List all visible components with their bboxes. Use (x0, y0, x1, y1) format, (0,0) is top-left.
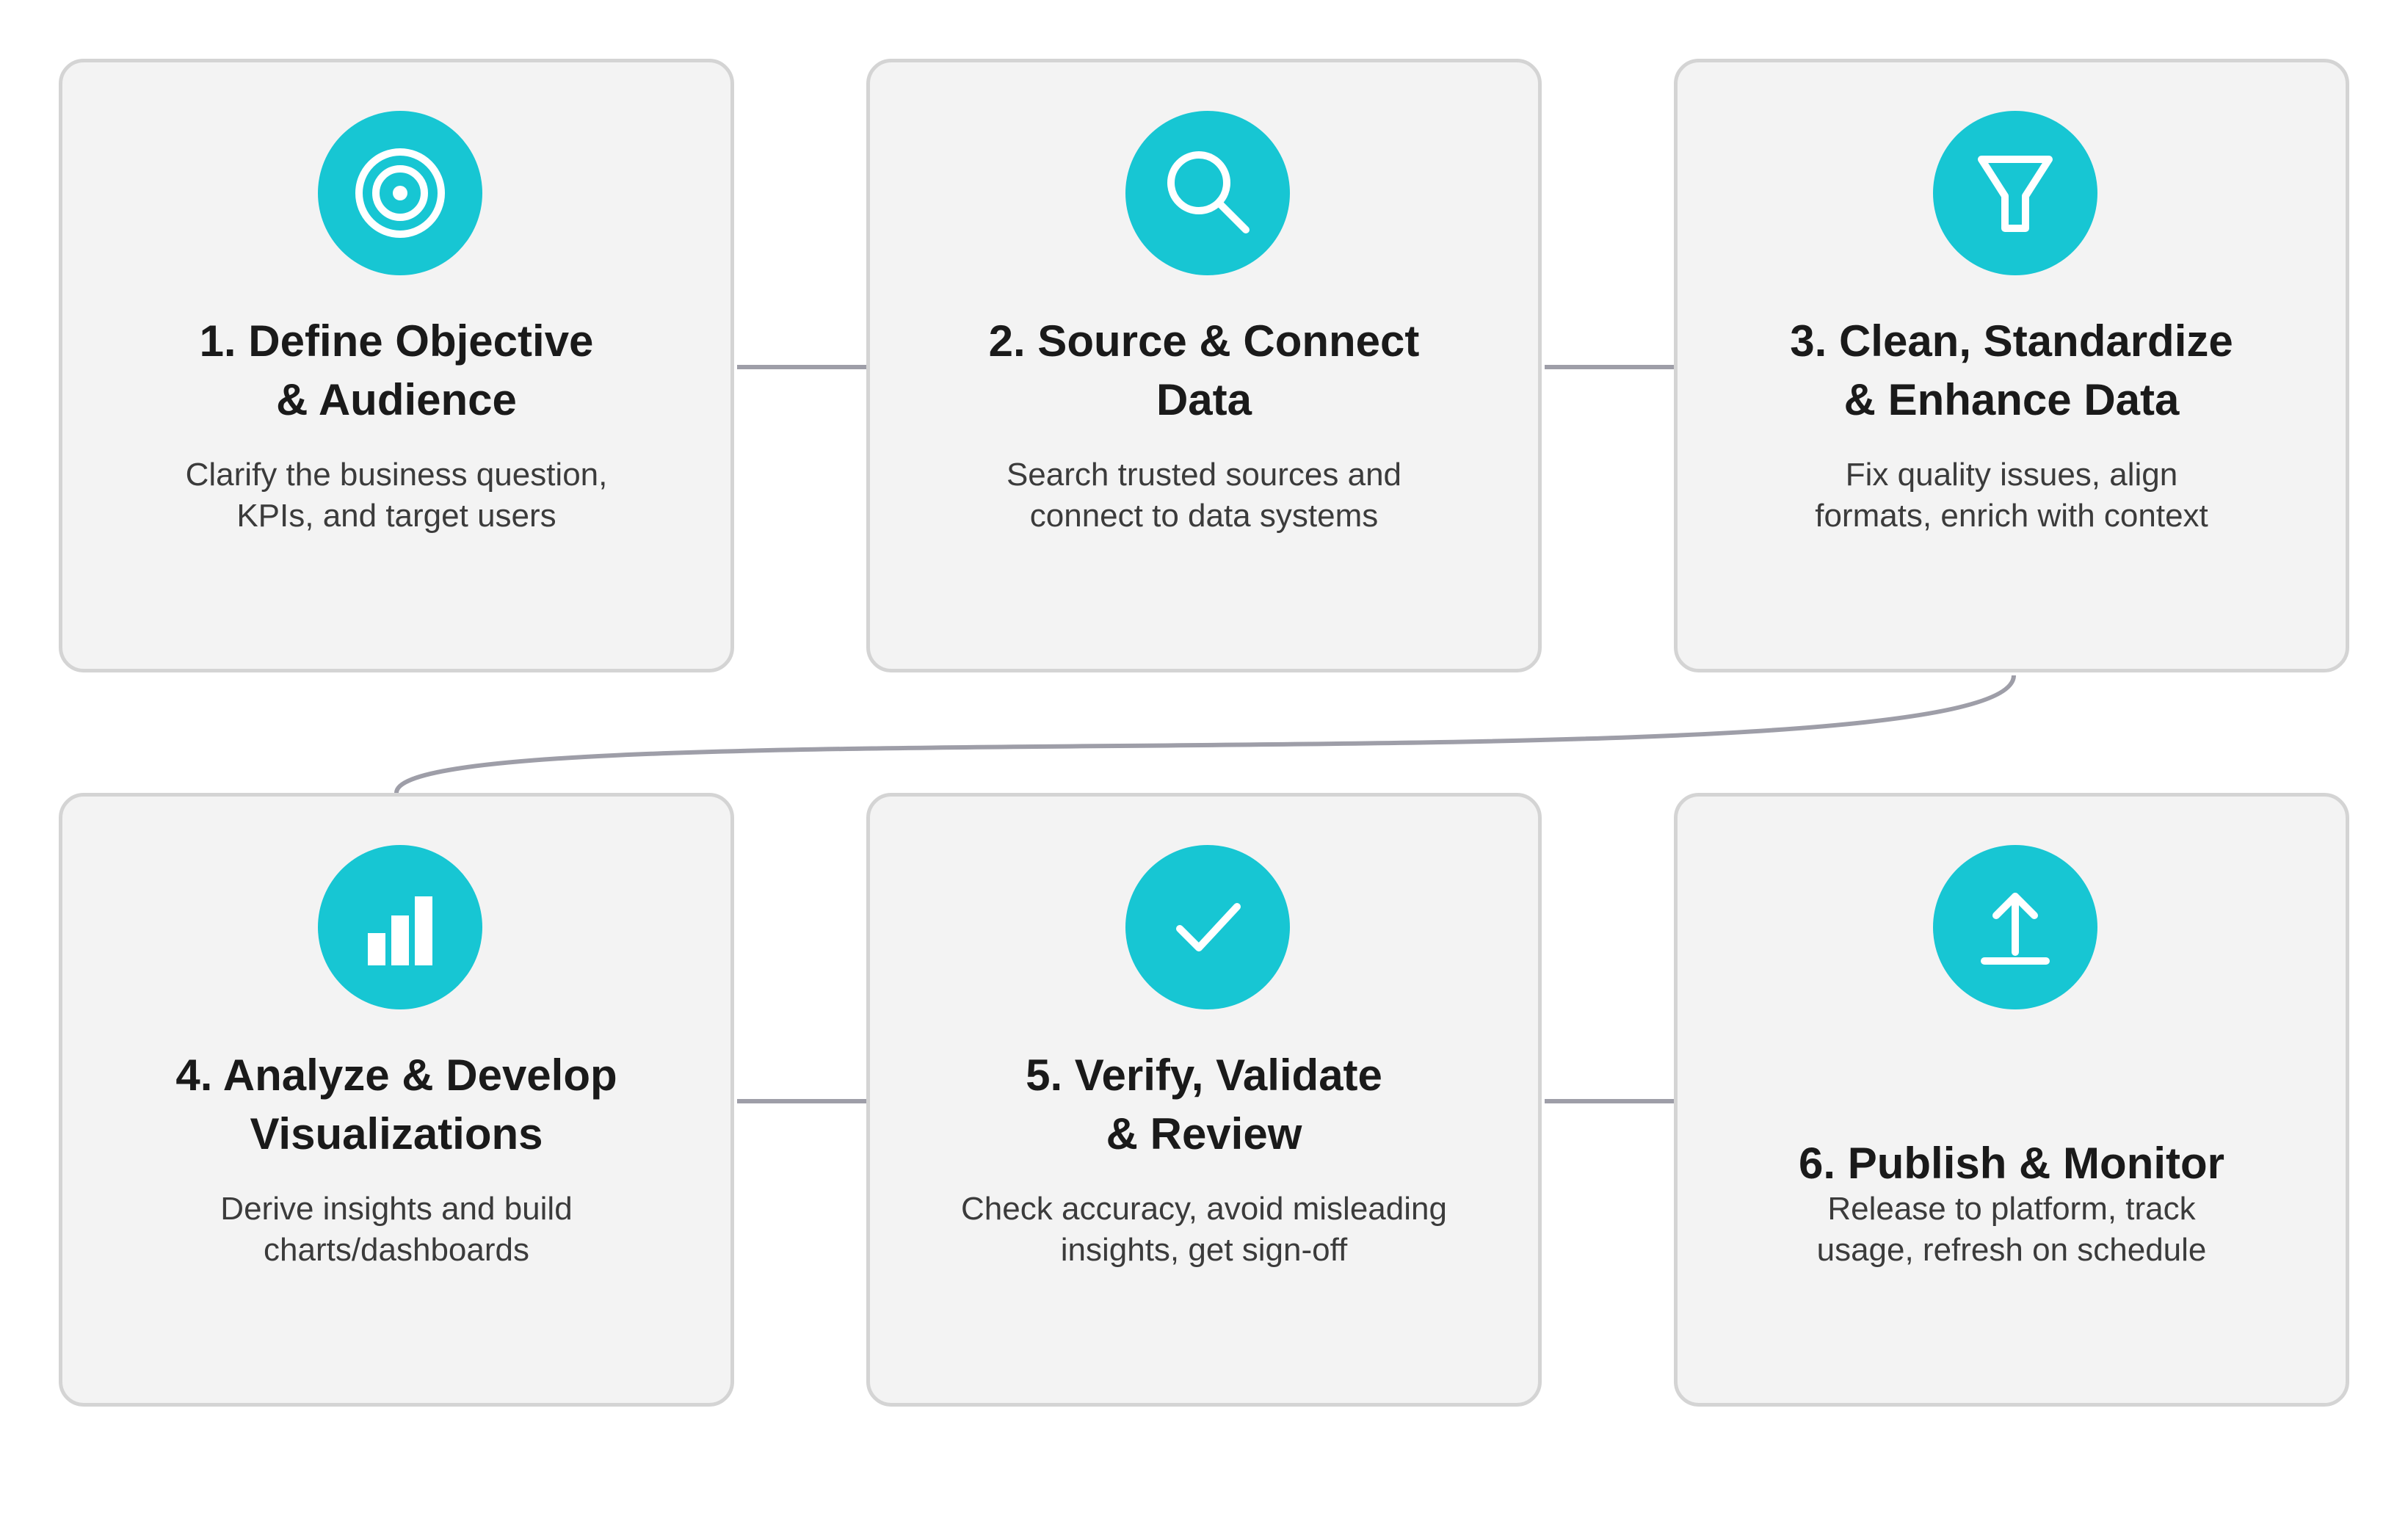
step-description: Clarify the business question, KPIs, and… (185, 457, 608, 534)
step-card-2: 2. Source & Connect Data Search trusted … (866, 59, 1542, 672)
step-card-3: 3. Clean, Standardize & Enhance Data Fix… (1674, 59, 2349, 672)
bar-chart-icon (318, 845, 482, 1009)
step-title: 2. Source & Connect Data (988, 316, 1420, 424)
step-card-5: 5. Verify, Validate & Review Check accur… (866, 793, 1542, 1407)
step-description: Fix quality issues, align formats, enric… (1815, 457, 2208, 534)
step-description: Release to platform, track usage, refres… (1816, 1191, 2207, 1268)
step-title: 6. Publish & Monitor (1799, 1139, 2224, 1188)
target-icon (318, 111, 482, 275)
step-title: 1. Define Objective & Audience (199, 316, 594, 424)
step-title: 5. Verify, Validate & Review (1026, 1051, 1382, 1158)
checkmark-icon (1125, 845, 1290, 1009)
step-description: Derive insights and build charts/dashboa… (220, 1191, 573, 1268)
step-description: Check accuracy, avoid misleading insight… (961, 1191, 1447, 1268)
search-icon (1125, 111, 1290, 275)
connector-3-4 (394, 675, 2016, 794)
filter-icon (1933, 111, 2097, 275)
step-title: 3. Clean, Standardize & Enhance Data (1790, 316, 2233, 424)
step-title: 4. Analyze & Develop Visualizations (175, 1051, 617, 1158)
step-card-1: 1. Define Objective & Audience Clarify t… (59, 59, 734, 672)
step-card-6: 6. Publish & Monitor Release to platform… (1674, 793, 2349, 1407)
upload-icon (1933, 845, 2097, 1009)
step-card-4: 4. Analyze & Develop Visualizations Deri… (59, 793, 734, 1407)
step-description: Search trusted sources and connect to da… (1006, 457, 1402, 534)
